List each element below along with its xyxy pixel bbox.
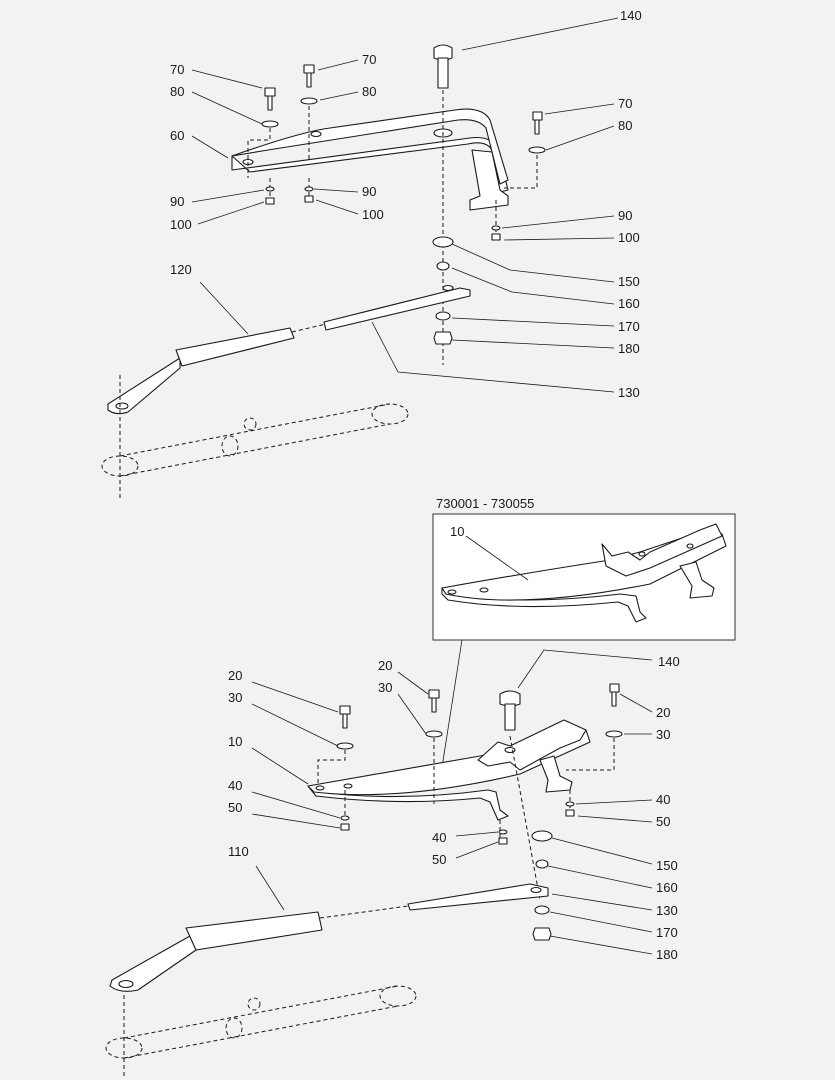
label-150: 150 <box>656 858 678 873</box>
bolt-20-middle <box>425 689 443 738</box>
bolt-70-middle <box>300 64 318 105</box>
label-130: 130 <box>656 903 678 918</box>
top-assembly: 140 70 70 70 80 80 80 60 90 90 90 100 10… <box>101 8 642 500</box>
label-150: 150 <box>618 274 640 289</box>
label-40: 40 <box>432 830 446 845</box>
label-30: 30 <box>228 690 242 705</box>
bolt-70-left <box>261 87 279 128</box>
bracket-60 <box>231 108 509 211</box>
label-50: 50 <box>656 814 670 829</box>
nuts-top <box>265 186 501 241</box>
inset-title: 730001 - 730055 <box>436 496 534 511</box>
bolt-20-right <box>605 683 623 738</box>
label-170: 170 <box>618 319 640 334</box>
label-90: 90 <box>362 184 376 199</box>
label-90: 90 <box>170 194 184 209</box>
rod-130 <box>323 284 471 331</box>
label-50: 50 <box>228 800 242 815</box>
label-80: 80 <box>170 84 184 99</box>
bracket-10 <box>307 719 591 821</box>
label-10: 10 <box>450 524 464 539</box>
label-20: 20 <box>378 658 392 673</box>
label-80: 80 <box>618 118 632 133</box>
label-10: 10 <box>228 734 242 749</box>
label-40: 40 <box>228 778 242 793</box>
arm-120 <box>107 327 295 415</box>
label-130: 130 <box>618 385 640 400</box>
leaders-bottom <box>251 649 653 955</box>
label-120: 120 <box>170 262 192 277</box>
rod-130-bottom <box>407 883 549 911</box>
label-100: 100 <box>170 217 192 232</box>
label-180: 180 <box>656 947 678 962</box>
bottom-assembly: 140 20 20 20 30 30 30 10 40 40 40 50 50 … <box>105 649 680 1076</box>
washer-stack-bottom <box>531 830 553 941</box>
label-40: 40 <box>656 792 670 807</box>
label-70: 70 <box>362 52 376 67</box>
bracket-10-inset <box>441 523 727 623</box>
label-70: 70 <box>618 96 632 111</box>
label-140: 140 <box>620 8 642 23</box>
label-100: 100 <box>362 207 384 222</box>
label-140: 140 <box>658 654 680 669</box>
bolt-70-right <box>528 111 546 154</box>
label-100: 100 <box>618 230 640 245</box>
arm-110 <box>109 911 323 992</box>
label-20: 20 <box>228 668 242 683</box>
label-170: 170 <box>656 925 678 940</box>
nuts-bottom <box>340 801 575 845</box>
washer-stack-top <box>432 236 454 345</box>
label-90: 90 <box>618 208 632 223</box>
hidden-cylinder-bottom <box>105 985 417 1076</box>
bolt-140 <box>433 44 453 365</box>
label-30: 30 <box>378 680 392 695</box>
label-160: 160 <box>656 880 678 895</box>
label-180: 180 <box>618 341 640 356</box>
bolt-140-bottom <box>499 690 541 901</box>
leaders-top <box>191 17 619 393</box>
hidden-cylinder-top <box>101 375 409 500</box>
label-110: 110 <box>228 844 249 859</box>
label-20: 20 <box>656 705 670 720</box>
label-60: 60 <box>170 128 184 143</box>
bolt-20-left <box>336 705 354 750</box>
label-30: 30 <box>656 727 670 742</box>
label-50: 50 <box>432 852 446 867</box>
label-70: 70 <box>170 62 184 77</box>
label-80: 80 <box>362 84 376 99</box>
label-160: 160 <box>618 296 640 311</box>
inset-detail: 730001 - 730055 10 <box>432 496 736 781</box>
